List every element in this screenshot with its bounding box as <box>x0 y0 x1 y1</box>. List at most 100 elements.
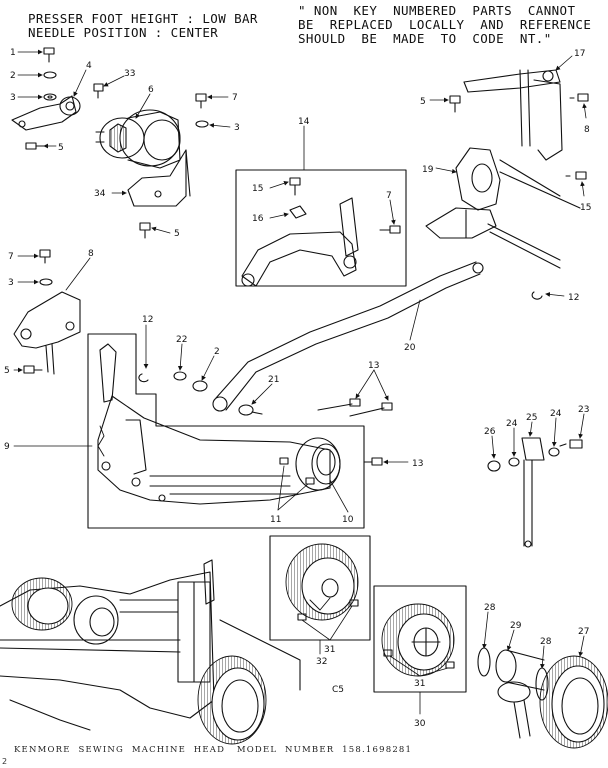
lever-box-14 <box>235 169 407 287</box>
callout-29: 29 <box>510 621 522 631</box>
callout-3c: 3 <box>8 278 14 288</box>
callout-9: 9 <box>4 442 10 452</box>
lever-14 <box>241 197 359 287</box>
callout-8a: 8 <box>88 249 94 259</box>
mount-bracket-34 <box>127 149 191 207</box>
screws-11 <box>279 457 315 485</box>
screw-21 <box>238 404 263 416</box>
callout-3b: 3 <box>234 123 240 133</box>
screw-7a <box>195 93 207 109</box>
non-key-note-line-3: SHOULD BE MADE TO CODE NT." <box>298 31 552 46</box>
callout-16: 16 <box>252 214 264 224</box>
callout-13b: 13 <box>412 459 423 469</box>
screw-5c <box>23 365 43 374</box>
screw-7b <box>39 249 51 264</box>
screw-7c <box>379 225 401 234</box>
washer-12b <box>531 291 543 300</box>
bracket-4-assembly <box>11 95 81 131</box>
screw-8b <box>569 93 589 102</box>
callout-10: 10 <box>342 515 354 525</box>
callout-numbers: 1 2 3 4 5 33 6 7 3 34 5 7 3 8 5 9 12 22 … <box>4 48 591 729</box>
shaft-29 <box>495 649 545 739</box>
screw-15b <box>565 171 587 180</box>
callout-2b: 2 <box>214 347 220 357</box>
screws-13a <box>317 398 393 417</box>
washer-22 <box>173 371 187 381</box>
callout-30: 30 <box>414 719 426 729</box>
washer-12a <box>138 373 149 383</box>
callout-8b: 8 <box>584 125 590 135</box>
mechanism-box-9 <box>87 333 365 529</box>
cam-32 <box>285 543 359 621</box>
non-key-note-line-2: BE REPLACED LOCALLY AND REFERENCE <box>298 17 592 32</box>
non-key-note-line-1: " NON KEY NUMBERED PARTS CANNOT <box>298 3 576 18</box>
callout-5c: 5 <box>4 366 10 376</box>
link-25 <box>521 437 545 548</box>
screw-13b <box>363 457 383 466</box>
callout-23: 23 <box>578 405 589 415</box>
screw-23 <box>559 439 583 449</box>
screw-33 <box>93 83 104 99</box>
presser-foot-height-text: PRESSER FOOT HEIGHT : LOW BAR <box>28 11 258 26</box>
knob-27 <box>539 655 608 749</box>
bobbin-winder-6 <box>95 109 181 169</box>
callout-28a: 28 <box>484 603 496 613</box>
washer-2 <box>43 71 57 79</box>
callout-4: 4 <box>86 61 92 71</box>
callout-15b: 15 <box>580 203 591 213</box>
cam-30 <box>381 603 455 677</box>
callout-24b: 24 <box>550 409 562 419</box>
lever-19 <box>425 147 581 269</box>
screw-1 <box>43 47 55 63</box>
callout-15a: 15 <box>252 184 263 194</box>
callout-28b: 28 <box>540 637 552 647</box>
model-number-caption: KENMORE SEWING MACHINE HEAD MODEL NUMBER… <box>14 745 413 755</box>
callout-14: 14 <box>298 117 310 127</box>
callout-22: 22 <box>176 335 187 345</box>
bracket-17 <box>463 69 563 161</box>
callout-25: 25 <box>526 413 537 423</box>
callout-31b: 31 <box>414 679 425 689</box>
leader-lines <box>13 49 587 715</box>
callout-7c: 7 <box>386 191 392 201</box>
presser-foot-note: PRESSER FOOT HEIGHT : LOW BAR NEEDLE POS… <box>28 12 258 40</box>
washer-3b <box>195 120 209 128</box>
assembled-view <box>0 559 301 745</box>
screw-15a <box>289 177 301 196</box>
callout-3a: 3 <box>10 93 16 103</box>
washer-24a <box>508 457 520 467</box>
callout-7b: 7 <box>8 252 14 262</box>
callout-13a: 13 <box>368 361 379 371</box>
corner-mark: 2 <box>2 757 8 766</box>
callout-7a: 7 <box>232 93 238 103</box>
callout-12a: 12 <box>142 315 153 325</box>
bracket-8 <box>13 291 81 375</box>
washer-2b <box>192 380 208 392</box>
callout-27: 27 <box>578 627 589 637</box>
clip-16 <box>289 205 307 219</box>
callout-21: 21 <box>268 375 279 385</box>
link-rod-20 <box>212 261 484 412</box>
callout-5b: 5 <box>174 229 180 239</box>
screw-5b <box>139 222 151 239</box>
washer-3c <box>39 278 53 286</box>
needle-position-text: NEEDLE POSITION : CENTER <box>28 25 219 40</box>
callout-24a: 24 <box>506 419 518 429</box>
nut-26 <box>487 460 501 472</box>
callout-19: 19 <box>422 165 434 175</box>
callout-17: 17 <box>574 49 585 59</box>
callout-34: 34 <box>94 189 106 199</box>
callout-11: 11 <box>270 515 281 525</box>
callout-20: 20 <box>404 343 416 353</box>
callout-5a: 5 <box>58 143 64 153</box>
callout-2: 2 <box>10 71 16 81</box>
callout-32: 32 <box>316 657 327 667</box>
callout-31a: 31 <box>324 645 335 655</box>
callout-1: 1 <box>10 48 16 58</box>
callout-26: 26 <box>484 427 496 437</box>
callout-5d: 5 <box>420 97 426 107</box>
callout-12b: 12 <box>568 293 579 303</box>
screw-5d <box>449 95 461 113</box>
